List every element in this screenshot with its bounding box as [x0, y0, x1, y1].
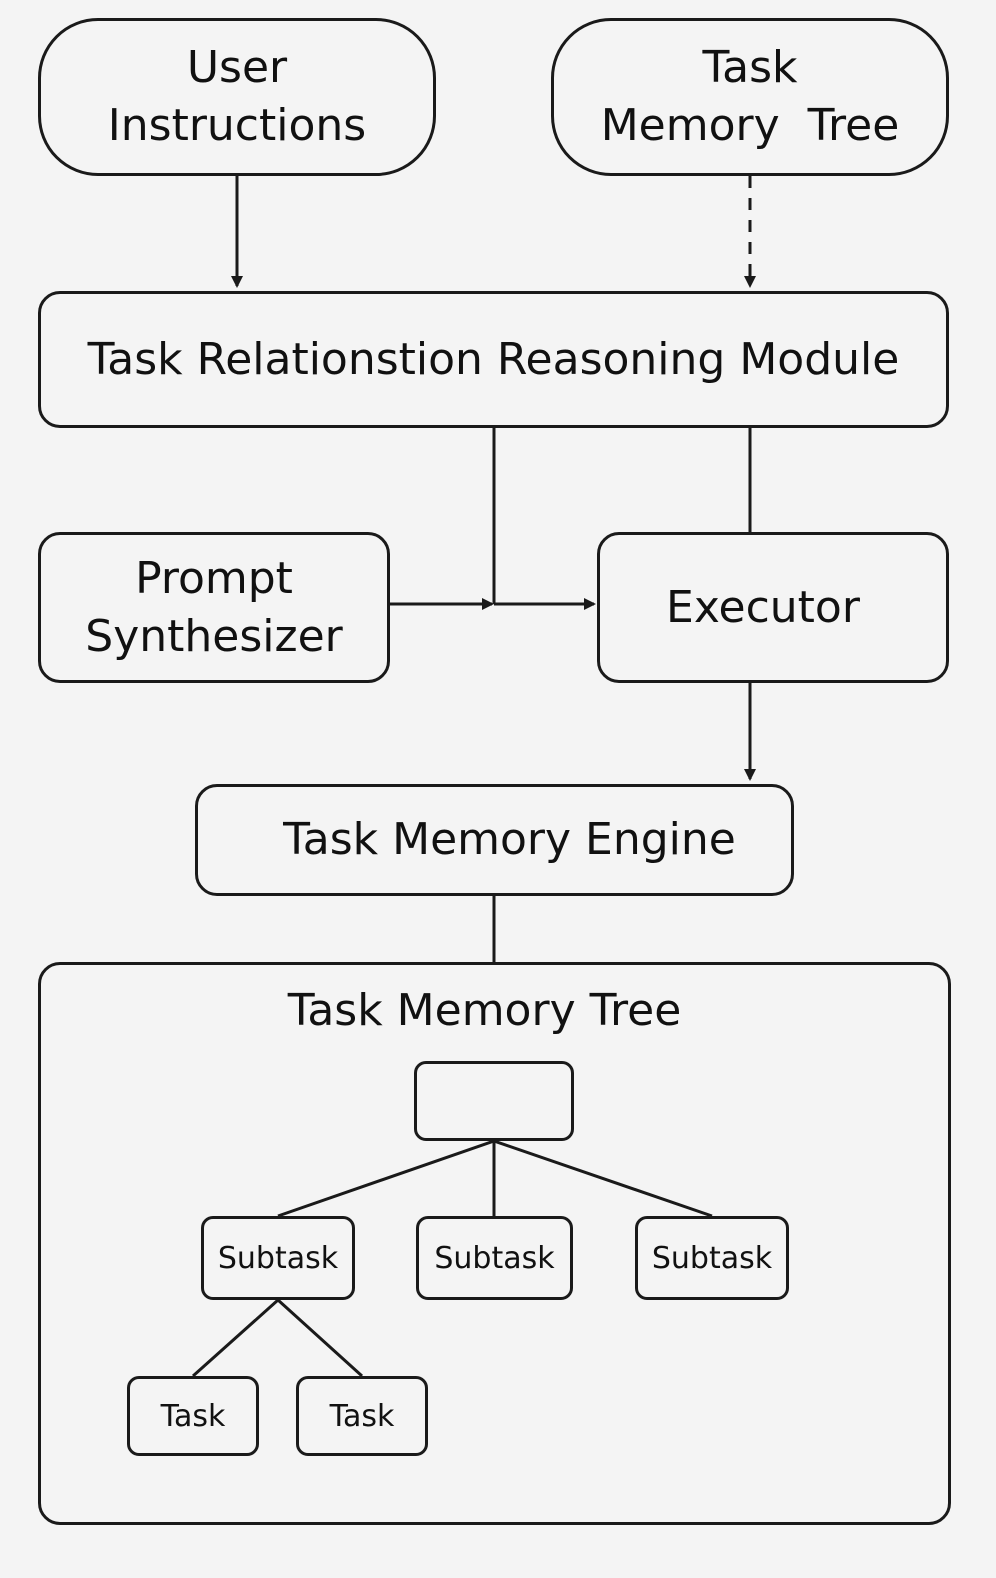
task-memory-tree-input-node: Task Memory Tree [551, 18, 949, 176]
prompt-synthesizer-line2: Synthesizer [85, 610, 343, 662]
prompt-synthesizer-line1: Prompt [135, 552, 293, 604]
subtask-node: Subtask [416, 1216, 573, 1300]
executor-label: Executor [666, 581, 860, 633]
subtask-node: Subtask [635, 1216, 789, 1300]
user-instructions-line2: Instructions [107, 100, 367, 151]
subtask-label: Subtask [651, 1240, 773, 1276]
task-memory-tree-title: Task Memory Tree [287, 985, 682, 1036]
task-memory-engine-label: Task Memory Engine [283, 814, 736, 865]
tree-edge-root-subtask-3 [493, 1139, 713, 1218]
executor-node: Executor [597, 532, 949, 683]
task-memory-tree-input-line2: Memory Tree [600, 100, 900, 151]
task-memory-engine-node: Task Memory Engine [195, 784, 794, 896]
reasoning-module-label: Task Relationstion Reasoning Module [87, 333, 900, 385]
prompt-synthesizer-node: Prompt Synthesizer [38, 532, 390, 683]
task-memory-tree-input-line1: Task [702, 42, 798, 93]
task-node: Task [127, 1376, 259, 1456]
tree-edge-root-subtask-1 [277, 1139, 495, 1218]
task-label: Task [329, 1398, 395, 1434]
task-label: Task [160, 1398, 226, 1434]
reasoning-module-node: Task Relationstion Reasoning Module [38, 291, 949, 428]
subtask-label: Subtask [434, 1240, 555, 1276]
subtask-label: Subtask [217, 1240, 339, 1276]
user-instructions-node: User Instructions [38, 18, 436, 176]
task-memory-tree-group [38, 962, 951, 1525]
tree-root-node [414, 1061, 574, 1141]
user-instructions-line1: User [186, 42, 288, 93]
tree-edge-subtask-task-2 [276, 1298, 364, 1378]
task-node: Task [296, 1376, 428, 1456]
tree-edge-subtask-task-1 [192, 1298, 279, 1378]
subtask-node: Subtask [201, 1216, 355, 1300]
